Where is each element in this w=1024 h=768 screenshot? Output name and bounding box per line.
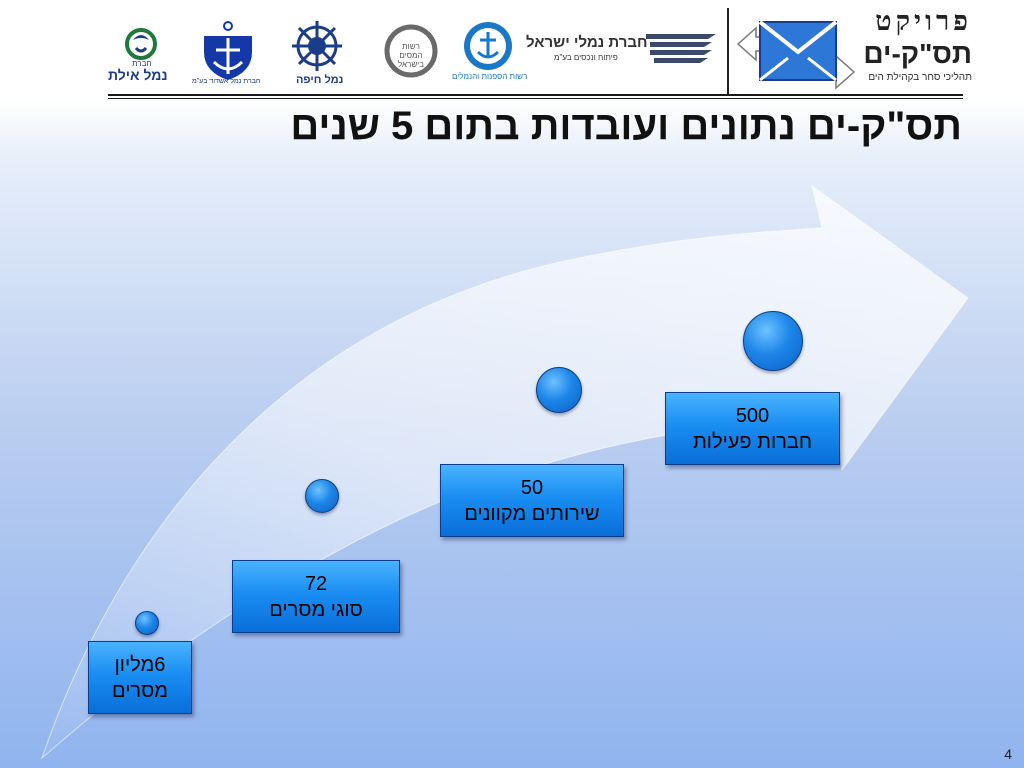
milestone-box-messages: 6מליון מסרים [88,641,192,714]
project-subtitle: תהליכי סחר בקהילת הים [868,72,972,83]
milestone-dot-4 [743,311,803,371]
milestone-4-value: 500 [735,404,770,427]
israel-ports-sub: פיתוח ונכסים בע"מ [554,53,618,62]
milestone-dot-1 [135,611,159,635]
milestone-dot-3 [536,367,582,413]
envelope-arrows-icon [736,20,856,90]
project-envelope-logo [736,6,856,90]
israel-ports-name: חברת נמלי ישראל [526,34,648,51]
ship-wheel-icon [292,21,342,71]
eilat-line1: חברת [132,59,152,68]
milestone-dot-2 [305,479,339,513]
shipping-authority-logo: רשות הספנות והנמלים [450,18,528,81]
ashdod-port-logo: חברת נמל אשדוד בע"מ [190,20,266,90]
milestone-box-active-companies: 500 חברות פעילות [665,392,840,465]
milestone-3-value: 50 [520,476,544,499]
waves-icon [646,34,716,63]
eilat-port-icon [125,28,157,60]
milestone-2-label: סוגי מסרים [269,598,363,621]
shipping-authority-caption: רשות הספנות והנמלים [452,72,528,81]
project-title-line1: פרויקט [875,6,972,37]
milestone-box-message-types: 72 סוגי מסרים [232,560,400,633]
header-divider [727,8,729,94]
milestone-box-online-services: 50 שירותים מקוונים [440,464,624,537]
anchor-shield-icon [204,21,252,80]
milestone-3-label: שירותים מקוונים [464,502,600,525]
milestone-1-label: מסרים [112,679,168,702]
slide-title: תס"ק-ים נתונים ועובדות בתום 5 שנים [290,104,962,148]
shipping-emblem-icon [464,22,512,70]
header-logos-bar [0,0,1024,96]
header-rule-thin [108,98,963,99]
milestone-1-value: 6מליון [114,653,166,676]
milestone-4-label: חברות פעילות [692,430,813,453]
milestone-2-value: 72 [304,572,328,595]
ashdod-caption: חברת נמל אשדוד בע"מ [192,78,261,85]
eilat-line2: נמל אילת [108,67,168,83]
haifa-caption: נמל חיפה [296,74,344,86]
project-title-line2: תס"ק-ים [863,38,972,69]
tax-authority-icon [384,24,438,78]
eilat-port-logo: חברת נמל אילת [106,26,176,84]
page-number: 4 [1004,746,1012,762]
tax-authority-text: רשות המסים בישראל [397,42,425,69]
header-rule [108,94,963,96]
tax-authority-logo: רשות המסים בישראל [382,24,440,80]
haifa-port-logo: נמל חיפה [286,18,348,86]
